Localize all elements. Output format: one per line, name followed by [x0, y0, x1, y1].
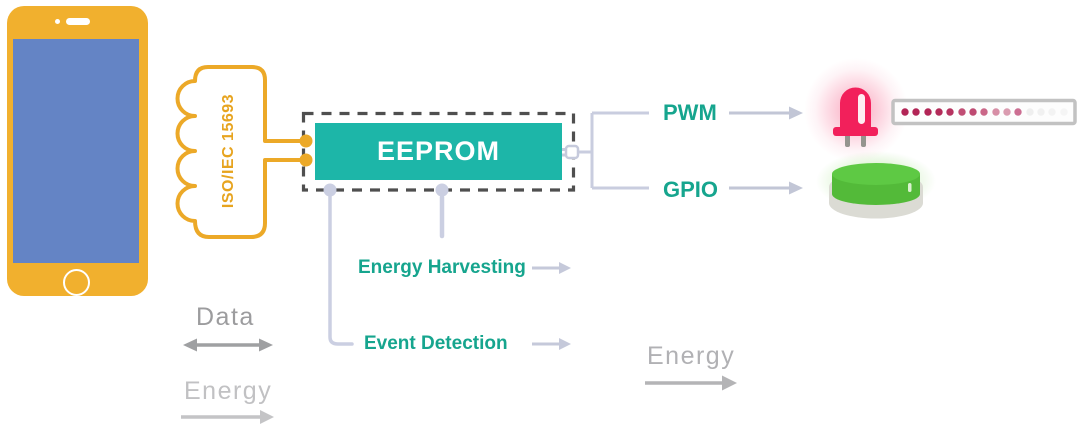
energy-legend-arrow-icon: [181, 410, 274, 424]
event-detection-leader-line: [328, 194, 354, 346]
pwm-label: PWM: [663, 100, 717, 125]
event-detection-arrow-icon: [532, 338, 571, 350]
gpio-label: GPIO: [663, 177, 719, 202]
legend-energy-label: Energy: [184, 377, 273, 405]
antenna-terminal-dot: [299, 134, 313, 148]
phone-camera-dot: [55, 19, 60, 24]
data-arrow-icon: [183, 338, 273, 352]
push-button-icon: [816, 151, 936, 219]
led-icon: [804, 58, 908, 162]
energy-harvesting-arrow-icon: [532, 262, 571, 274]
gpio-arrow-icon: [729, 181, 803, 195]
eeprom-label: EEPROM: [376, 136, 501, 166]
output-plug-icon: [561, 144, 580, 160]
energy-flow-arrow-icon: [645, 375, 737, 391]
energy-harvesting-label: Energy Harvesting: [358, 257, 526, 278]
event-detection-pin-dot: [323, 183, 337, 197]
energy-harvesting-pin-dot: [435, 183, 449, 197]
led-strip-icon: [891, 98, 1077, 126]
eeprom-chip: EEPROM: [315, 123, 562, 180]
antenna-terminal-dot: [299, 153, 313, 167]
smartphone-icon: [7, 6, 148, 296]
phone-screen: [13, 39, 139, 263]
event-detection-label: Event Detection: [364, 333, 508, 354]
energy-flow-label: Energy: [647, 342, 736, 370]
phone-home-button: [63, 269, 90, 296]
legend-data-label: Data: [196, 303, 255, 331]
output-fork-lines: [578, 111, 649, 190]
phone-speaker-bar: [66, 18, 90, 25]
pwm-arrow-icon: [729, 106, 803, 120]
antenna-coil-icon: [175, 65, 306, 239]
antenna-standard-label: ISO/IEC 15693: [220, 93, 237, 209]
